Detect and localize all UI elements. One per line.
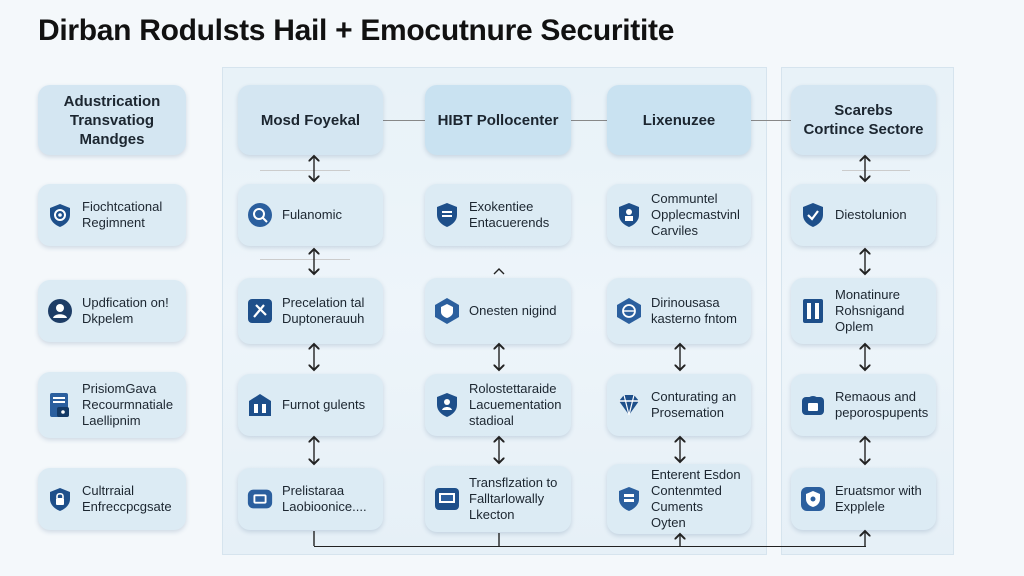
column-header: HIBT Pollocenter: [425, 85, 571, 155]
column-item: Onesten nigind: [425, 278, 571, 344]
column-item-label: Communtel Opplecmastvinl Carviles: [651, 191, 740, 238]
separator: [260, 170, 350, 171]
computer-shield-icon: [433, 485, 461, 513]
header-connector-3: [751, 120, 791, 121]
left-item-4: Cultrraial Enfreccpcgsate: [38, 468, 186, 530]
shield-tools-icon: [246, 297, 274, 325]
lock-gear-icon: [799, 391, 827, 419]
diamond-icon: [615, 391, 643, 419]
left-item-label: Updfication on! Dkpelem: [82, 295, 169, 326]
shield-document-icon: [433, 201, 461, 229]
server-shield-icon: [246, 485, 274, 513]
hexagon-shield-icon: [433, 297, 461, 325]
column-item: Monatinure Rohsnigand Oplem: [791, 278, 936, 344]
column-item: Remaous and peporospupents: [791, 374, 936, 436]
column-item: Prelistaraa Laobioonice....: [238, 468, 383, 530]
separator: [260, 259, 350, 260]
column-item-label: Enterent Esdon Contenmted Cuments Oyten: [651, 467, 741, 530]
column-item-label: Exokentiee Entacuerends: [469, 199, 550, 230]
column-header-label: HIBT Pollocenter: [437, 111, 559, 129]
left-item-label: Fiochtcational Regimnent: [82, 199, 163, 230]
shield-user-icon: [615, 201, 643, 229]
shield-person-icon: [433, 391, 461, 419]
shield-gear-icon: [46, 201, 74, 229]
page-title: Dirban Rodulsts Hail + Emocutnure Securi…: [38, 14, 675, 47]
column-item-label: Remaous and peporospupents: [835, 389, 929, 420]
left-header-box: Adustrication Transvatiog Mandges: [38, 85, 186, 155]
column-item: Transflzation to Falltarlowally Lkecton: [425, 466, 571, 532]
column-item-label: Diestolunion: [835, 207, 907, 222]
left-item-label: PrisiomGava Recourmnatiale Laellipnim: [82, 381, 174, 428]
column-item-label: Transflzation to Falltarlowally Lkecton: [469, 475, 558, 522]
column-item-label: Precelation tal Duptonerauuh: [282, 295, 365, 326]
column-header: Lixenuzee: [607, 85, 751, 155]
header-connector-1: [383, 120, 425, 121]
column-item: Conturating an Prosemation: [607, 374, 751, 436]
column-item-label: Prelistaraa Laobioonice....: [282, 483, 367, 514]
column-header-label: Lixenuzee: [642, 111, 716, 129]
shield-lock-icon: [46, 485, 74, 513]
column-header-label: Scarebs Cortince Sectore: [803, 102, 924, 138]
column-item: Enterent Esdon Contenmted Cuments Oyten: [607, 464, 751, 534]
left-item-1: Fiochtcational Regimnent: [38, 184, 186, 246]
header-connector-2: [571, 120, 607, 121]
column-header: Scarebs Cortince Sectore: [791, 85, 936, 155]
shield-check-icon: [799, 201, 827, 229]
bottom-connector: [314, 546, 866, 547]
column-header-label: Mosd Foyekal: [260, 111, 361, 129]
column-item: Diestolunion: [791, 184, 936, 246]
column-item-label: Conturating an Prosemation: [651, 389, 737, 420]
left-item-2: Updfication on! Dkpelem: [38, 280, 186, 342]
column-item-label: Eruatsmor with Expplele: [835, 483, 922, 514]
document-lock-icon: [46, 391, 74, 419]
left-item-3: PrisiomGava Recourmnatiale Laellipnim: [38, 372, 186, 438]
left-header-label: Adustrication Transvatiog Mandges: [63, 92, 161, 148]
column-item: Furnot gulents: [238, 374, 383, 436]
column-item: Fulanomic: [238, 184, 383, 246]
column-item-label: Rolostettaraide Lacuementation stadioal: [469, 381, 562, 428]
gear-person-icon: [46, 297, 74, 325]
column-header: Mosd Foyekal: [238, 85, 383, 155]
column-item: Exokentiee Entacuerends: [425, 184, 571, 246]
search-shield-icon: [246, 201, 274, 229]
building-icon: [246, 391, 274, 419]
hexagon-globe-icon: [615, 297, 643, 325]
column-item-label: Dirinousasa kasterno fntom: [651, 295, 737, 326]
column-item: Communtel Opplecmastvinl Carviles: [607, 184, 751, 246]
column-item-label: Furnot gulents: [282, 397, 366, 412]
shield-server-icon: [615, 485, 643, 513]
column-item: Rolostettaraide Lacuementation stadioal: [425, 374, 571, 436]
separator: [842, 170, 910, 171]
lock-document-icon: [799, 297, 827, 325]
column-item: Eruatsmor with Expplele: [791, 468, 936, 530]
left-item-label: Cultrraial Enfreccpcgsate: [82, 483, 172, 514]
column-item: Precelation tal Duptonerauuh: [238, 278, 383, 344]
shield-gear-icon: [799, 485, 827, 513]
column-item: Dirinousasa kasterno fntom: [607, 278, 751, 344]
column-item-label: Fulanomic: [282, 207, 342, 222]
column-item-label: Onesten nigind: [469, 303, 557, 318]
column-item-label: Monatinure Rohsnigand Oplem: [835, 287, 905, 334]
